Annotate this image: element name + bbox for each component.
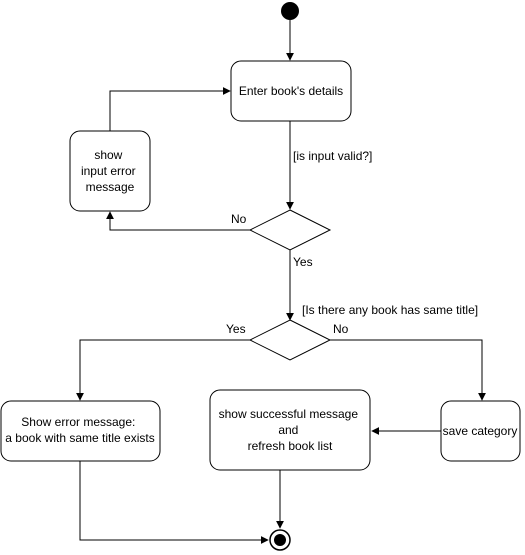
edge-input-error-to-enter [109, 87, 231, 131]
node-enter-details [230, 60, 352, 122]
node-show-success [209, 389, 371, 471]
start-node [281, 2, 299, 20]
decision-same-title [248, 319, 332, 361]
edge-decision1-no [106, 211, 250, 231]
node-show-input-error-label: show input error message [81, 148, 139, 194]
label-no-2: No [333, 322, 349, 336]
decision-input-valid [248, 209, 332, 251]
label-yes-2: Yes [226, 322, 246, 336]
edge-decision2-yes [76, 339, 250, 401]
node-show-success-label: show successful message and refresh book… [219, 407, 362, 453]
label-no-1: No [231, 212, 247, 226]
node-enter-details-label: Enter book's details [239, 84, 343, 98]
label-is-input-valid: [is input valid?] [293, 149, 372, 163]
edge-decision2-no [330, 339, 486, 401]
edge-error-to-end [79, 461, 269, 544]
end-node-inner [274, 534, 286, 546]
node-save-category-label: save category [443, 424, 518, 438]
node-show-error-same-title-label: Show error message: a book with same tit… [5, 415, 154, 445]
label-same-title-question: [Is there any book has same title] [302, 303, 478, 317]
label-yes-1: Yes [293, 255, 313, 269]
